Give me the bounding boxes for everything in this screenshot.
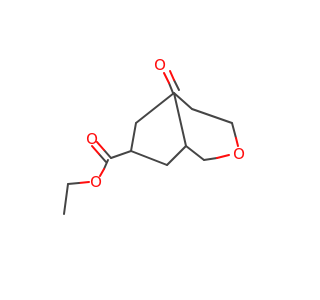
carbonyl-bond-line-2b [91,145,100,155]
bond-bridge-upper-to-ch2-right [191,108,233,124]
ester-oxygen-label: O [90,173,102,191]
ketone-oxygen-label: O [154,56,166,74]
carbonyl-bond-line-2a [98,153,107,163]
bond-o-ester-to-ch2-b [67,182,80,185]
bond-bridgehead-left-to-ch2-upper [135,92,175,124]
carbonyl-oxygen-label: O [86,130,98,148]
bond-ch2-lower-to-bridgehead-right [166,145,187,166]
ring-oxygen-label: O [233,145,245,163]
bond-ch2-right-to-o-ring-b [235,137,239,147]
bond-c3-to-carbonyl-c [110,150,132,159]
bond-ch2-ring-to-o-ring-b [216,154,230,159]
carbonyl-bond-line-1a [103,149,112,159]
atom-labels: O O O O [86,56,245,191]
bond-ch2-to-ch3 [63,183,69,215]
molecule-structure-diagram: O O O O [63,56,245,215]
skeleton-bonds [130,92,233,166]
bond-bridgehead-to-bridge-upper [173,92,193,110]
ketone-bond-line-2b [169,70,175,81]
ketone-bond-line-1b [163,72,170,84]
bond-c3-to-ch2-lower [130,150,168,166]
bond-o-ester-to-ch2-a [78,181,90,184]
bond-carbonyl-c-to-o-ester-a [103,159,109,170]
bond-ch2-right-to-o-ring-a [231,122,237,139]
bond-bridgehead-right-to-ch2-ring [185,145,205,161]
bond-carbonyl-c-to-o-ester-b [99,168,105,177]
ketone-bond-line-2a [173,79,180,91]
bond-ch2-ring-to-o-ring-a [203,157,218,161]
bond-bridgehead-right-to-bridge-c [173,92,187,147]
ketone-bond-line-1a [168,82,174,94]
carbonyl-bond-line-1b [96,141,105,151]
ring-oxygen-bonds [203,122,239,161]
ketone-double-bond [163,70,180,94]
ester-bonds [63,141,132,215]
bond-ch2-upper-to-c3 [130,122,137,152]
